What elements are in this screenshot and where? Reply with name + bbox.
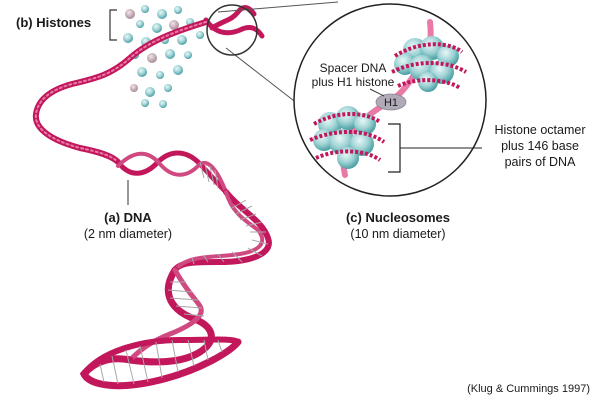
nucleosome-subtitle: (10 nm diameter) [350,227,445,241]
spacer-pointer [369,88,385,97]
nucleosome-zoom: H1 Spacer DNA plus H1 histone [293,3,487,197]
h1-label: H1 [384,97,398,109]
octamer-label-line2: plus 146 base [501,139,579,153]
zoom-source-circle [206,4,258,56]
nucleosome-lower [309,106,386,169]
dna-strand [32,5,272,390]
octamer-label-line1: Histone octamer [494,123,585,137]
credit-text: (Klug & Cummings 1997) [467,383,590,395]
spacer-label-line1: Spacer DNA [320,61,387,75]
dna-title: (a) DNA [104,210,152,225]
nucleosome-upper [391,36,468,92]
zoom-line-top [217,1,339,13]
spacer-label-line2: plus H1 histone [312,75,395,89]
histone-beads [123,5,204,108]
nucleosome-title: (c) Nucleosomes [346,210,450,225]
histones-label: (b) Histones [16,15,91,30]
octamer-label-line3: pairs of DNA [505,155,577,169]
dna-subtitle: (2 nm diameter) [84,227,172,241]
histones-bracket [109,9,117,41]
h1-histone [375,93,407,111]
